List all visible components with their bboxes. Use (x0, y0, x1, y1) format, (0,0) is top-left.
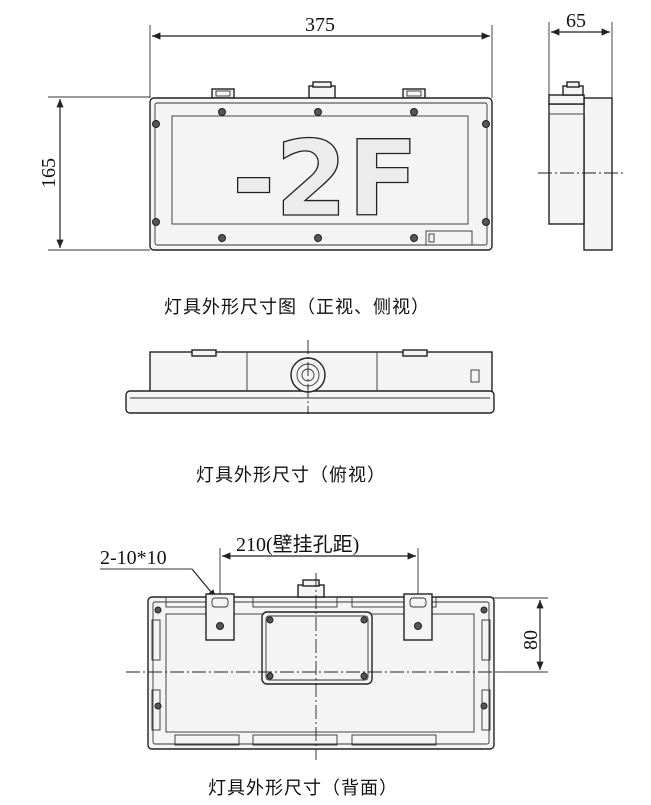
back-ribs (151, 596, 491, 746)
sign-panel (171, 115, 469, 225)
width-dimension: 375 (149, 14, 493, 98)
front-view: 375 165 - (38, 14, 493, 251)
side-view: 65 (538, 10, 626, 251)
nameplate (425, 230, 473, 246)
mounting-tabs (211, 81, 426, 99)
dim-vertical-label: 80 (520, 630, 542, 650)
screws (152, 108, 490, 242)
top-housing-flange (125, 390, 495, 414)
top-view (125, 340, 495, 414)
junction-box (261, 611, 373, 685)
caption-front-side-view: 灯具外形尺寸图（正视、侧视） (164, 297, 430, 318)
wall-brackets (205, 593, 433, 641)
front-housing (149, 97, 493, 251)
caption-top-view: 灯具外形尺寸（俯视） (196, 465, 386, 486)
height-dimension: 165 (38, 96, 150, 251)
dim-hole-spacing-label: 210(壁挂孔距) (236, 533, 359, 556)
back-view: 210(壁挂孔距) 2-10*10 80 (100, 533, 548, 760)
dim-height-label: 165 (38, 158, 60, 188)
dim-depth-label: 65 (566, 10, 586, 32)
dim-width-label: 375 (305, 14, 335, 36)
caption-back-view: 灯具外形尺寸（背面） (208, 778, 398, 799)
side-housing (583, 97, 613, 251)
dim-holes-label: 2-10*10 (100, 547, 167, 569)
sign-text: -2F (232, 118, 419, 240)
